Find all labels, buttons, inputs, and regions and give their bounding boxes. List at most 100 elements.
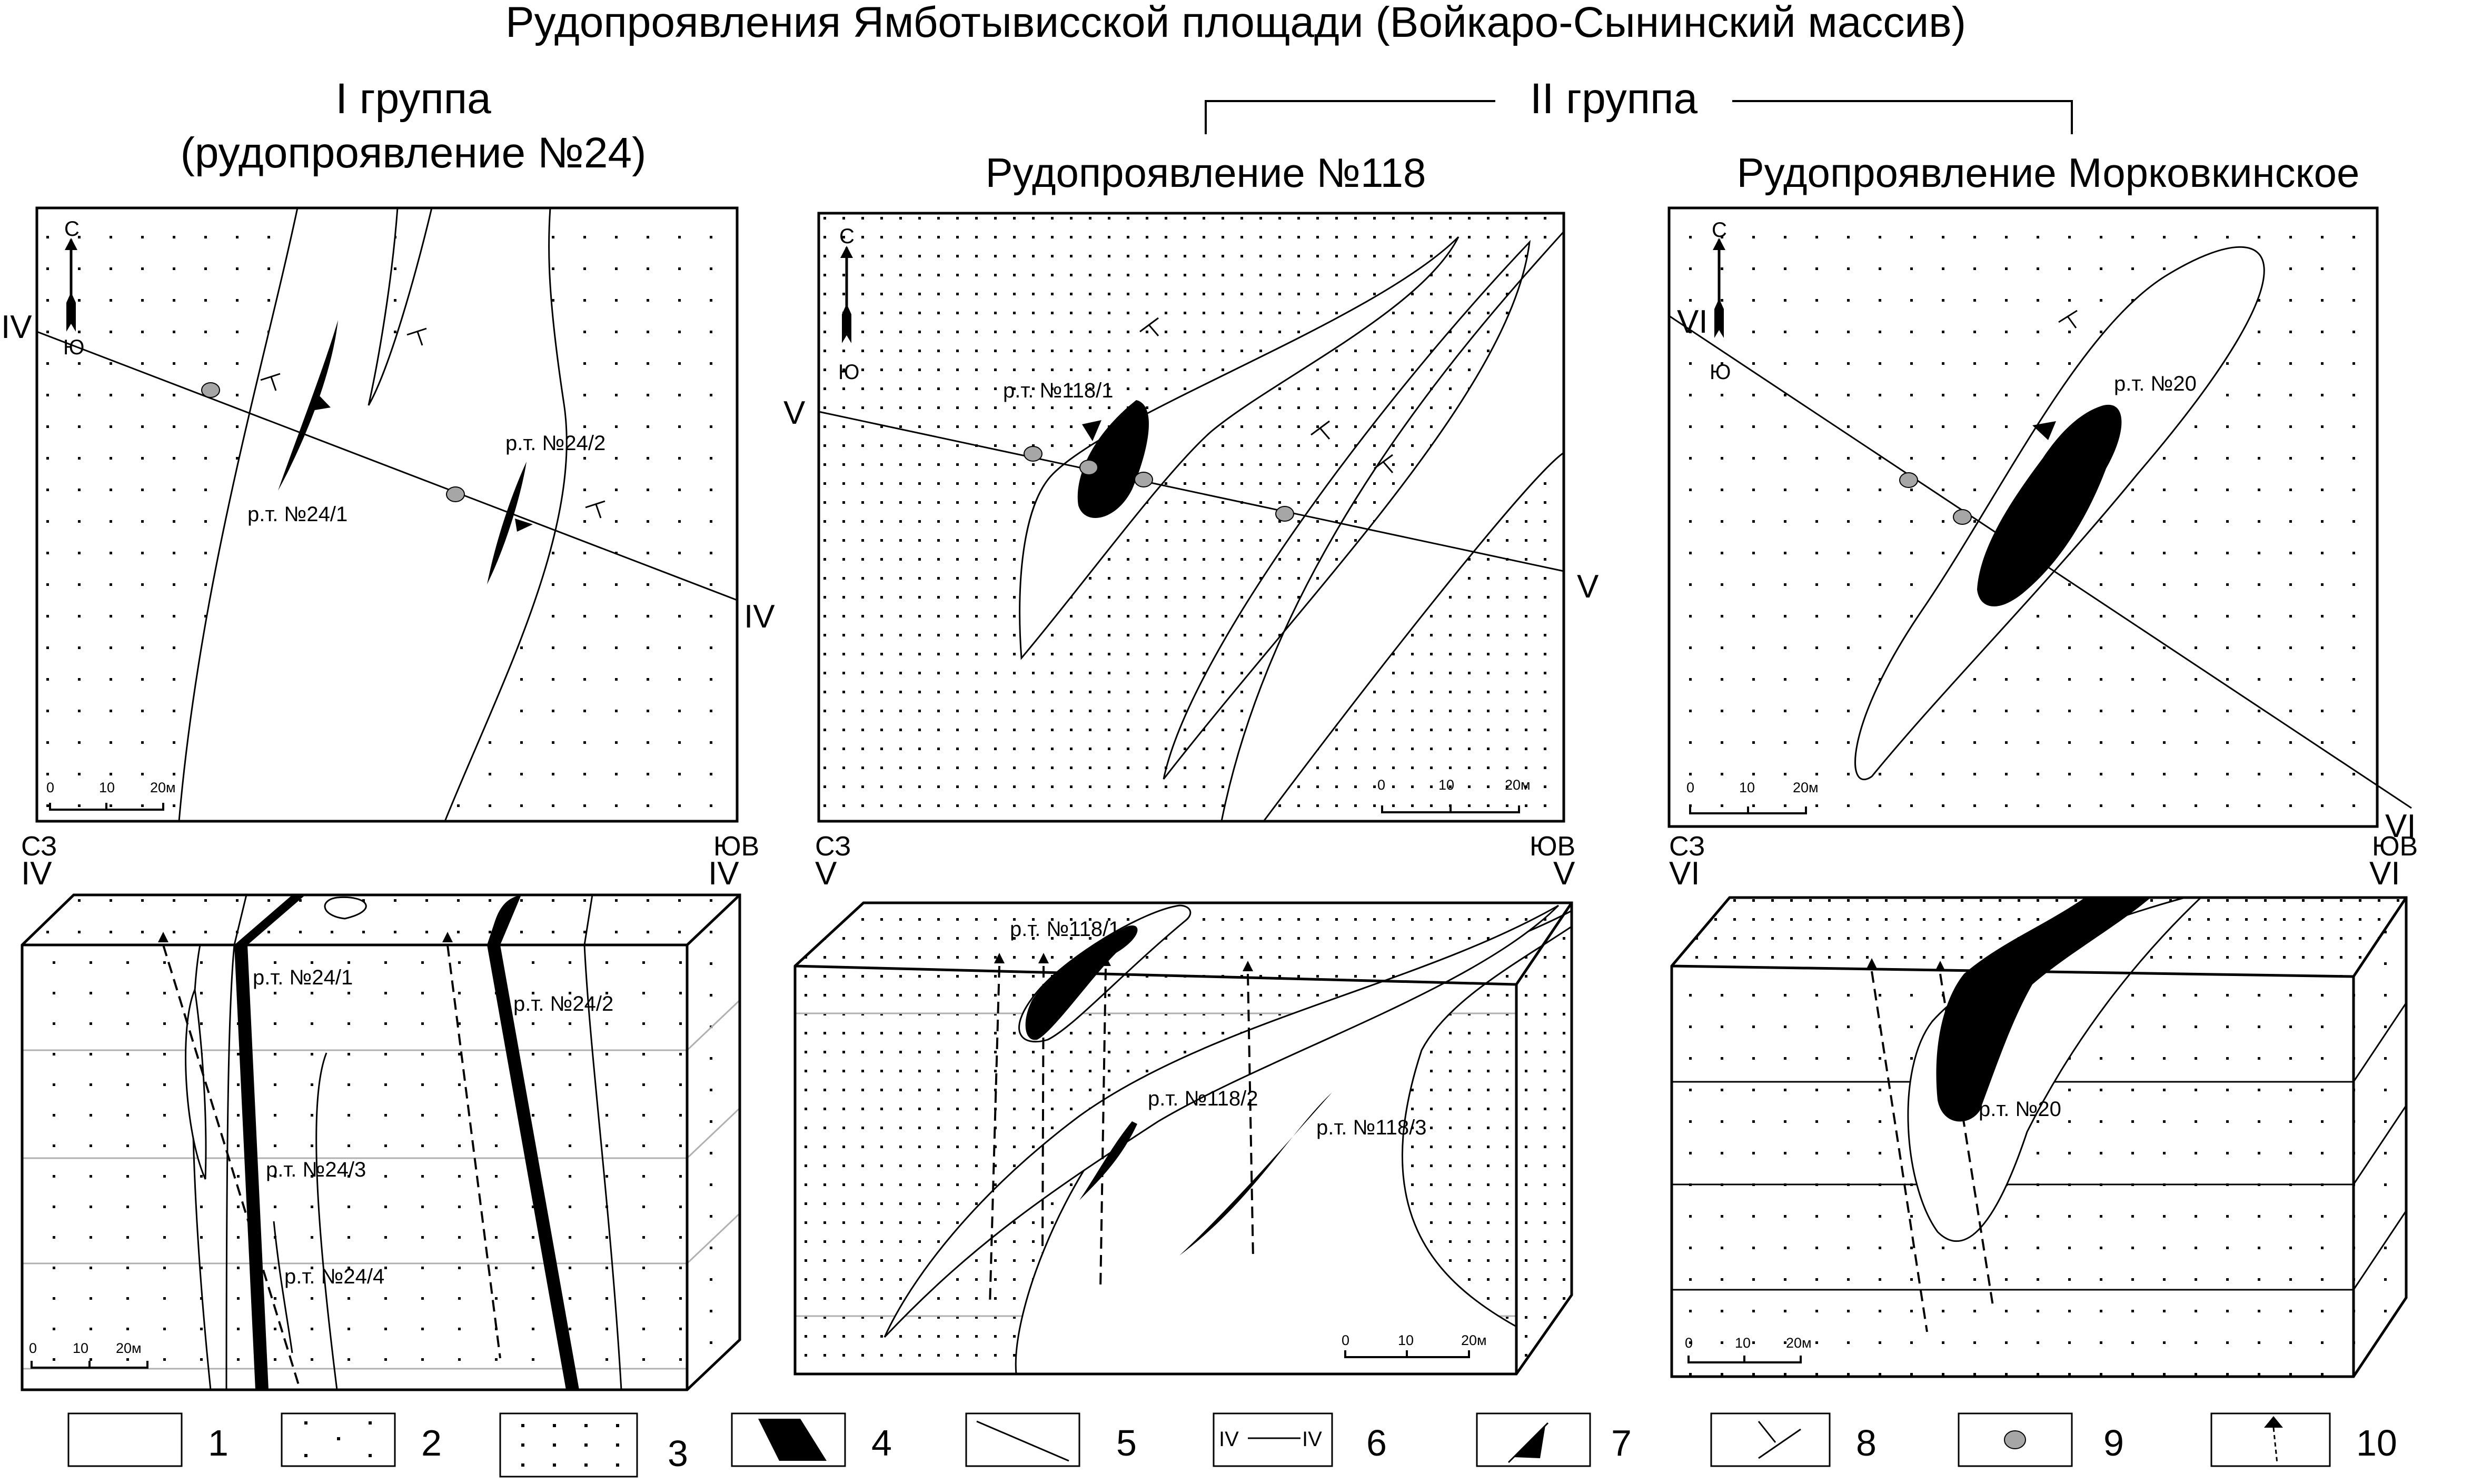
sample-point: [201, 382, 220, 398]
section-ore118: р.т. №118/1 р.т. №118/2 р.т. №118/3 0 10…: [793, 901, 1573, 1376]
section-morkov: р.т. №20 0 10 20м: [1670, 896, 2408, 1378]
south-label: Ю: [63, 336, 84, 359]
scale-label: 0: [1342, 1332, 1349, 1348]
group2-label: II группа: [1530, 75, 1698, 123]
legend-label-2: 2: [421, 1422, 442, 1463]
scale-label: 20м: [1786, 1335, 1812, 1351]
legend-label-6: 6: [1366, 1422, 1387, 1463]
section-right-direction: ЮВ: [713, 831, 759, 862]
scale-bar: [1381, 805, 1520, 813]
ore118-label: Рудопроявление №118: [986, 150, 1426, 196]
section-left-direction: СЗ: [21, 831, 57, 862]
section-right-direction: ЮВ: [1530, 831, 1575, 862]
ore-body-118-3: [1179, 1092, 1332, 1256]
south-label: Ю: [1710, 361, 1731, 384]
scale-label: 10: [1735, 1335, 1751, 1351]
scale-label: 0: [1377, 777, 1385, 793]
ore-body-118-1: [1025, 925, 1138, 1040]
point-label: р.т. №24/2: [513, 992, 613, 1015]
figure-title: Рудопроявления Ямботывисской площади (Во…: [505, 0, 1966, 46]
section-end-mark: VI: [2385, 808, 2416, 844]
legend-label-3: 3: [668, 1433, 688, 1474]
sample-point: [1899, 472, 1918, 488]
north-label: С: [64, 217, 80, 241]
north-label: С: [839, 225, 855, 248]
section-group1: р.т. №24/1 р.т. №24/2 р.т. №24/3 р.т. №2…: [21, 893, 741, 1391]
point-label: р.т. №24/3: [266, 1158, 366, 1181]
section-left-mark: V: [815, 855, 837, 892]
group2-bracket: [1205, 100, 2073, 134]
scale-label: 0: [1685, 1335, 1693, 1351]
legend-swatch-6: [1213, 1412, 1333, 1467]
point-label: р.т. №118/1: [1010, 918, 1120, 941]
scale-label: 0: [1686, 780, 1694, 795]
legend-line-mark-right: IV: [1302, 1428, 1322, 1451]
scale-label: 20м: [150, 780, 176, 795]
ore-body-118-1: [1077, 400, 1149, 518]
scale-bar: [1689, 806, 1807, 814]
scale-bar: [31, 1361, 148, 1369]
map-ore118: С Ю V V р.т. №118/1 0 10 20м: [783, 212, 1599, 823]
scale-label: 20м: [1461, 1332, 1487, 1348]
section-start-mark: V: [783, 395, 806, 431]
scale-label: 20м: [1793, 780, 1819, 795]
section-right-mark: V: [1553, 855, 1575, 892]
point-label: р.т. №24/1: [247, 503, 348, 526]
group1-label: I группа: [335, 75, 491, 123]
sample-point: [1024, 446, 1043, 462]
group1-sublabel: (рудопроявление №24): [181, 129, 647, 177]
section-end-mark: IV: [744, 599, 775, 635]
scale-label: 0: [46, 780, 54, 795]
sample-point: [1953, 509, 1972, 525]
sample-point: [446, 486, 465, 502]
point-label: р.т. №118/2: [1148, 1087, 1258, 1110]
north-label: С: [1712, 218, 1727, 242]
ore-lens-24-2: [487, 462, 527, 584]
point-label: р.т. №20: [1979, 1098, 2061, 1121]
scale-bar: [49, 803, 164, 811]
north-arrow-icon: [1713, 238, 1725, 338]
legend-swatch-8: [1710, 1412, 1831, 1467]
legend-label-10: 10: [2356, 1422, 2397, 1463]
section-start-mark: VI: [1677, 304, 1708, 340]
point-label: р.т. №24/4: [284, 1265, 384, 1288]
ore-band-24-2: [487, 945, 579, 1390]
north-arrow-icon: [65, 238, 77, 332]
legend-label-1: 1: [208, 1422, 229, 1463]
section-left-direction: СЗ: [815, 831, 851, 862]
sample-point: [1079, 460, 1098, 475]
legend-label-5: 5: [1116, 1422, 1137, 1463]
legend-line-mark-left: IV: [1219, 1428, 1239, 1451]
section-left-mark: VI: [1669, 855, 1700, 892]
legend-label-4: 4: [871, 1422, 892, 1463]
map-group1: С Ю IV IV р.т. №24/1 р.т. №24/2 0 10 20м: [1, 206, 775, 823]
south-label: Ю: [838, 361, 859, 384]
sample-point: [1134, 472, 1153, 487]
legend: 1 2 3 4 5 IV IV 6 7: [67, 1412, 2397, 1478]
section-end-mark: V: [1577, 569, 1599, 605]
legend-label-8: 8: [1856, 1422, 1877, 1463]
scale-label: 10: [1438, 777, 1454, 793]
point-label: р.т. №24/2: [505, 432, 605, 455]
scale-bar: [1687, 1356, 1802, 1363]
scale-label: 20м: [116, 1340, 142, 1356]
section-right-direction: ЮВ: [2372, 831, 2418, 862]
scale-label: 10: [99, 780, 115, 795]
north-arrow-icon: [840, 246, 853, 343]
scale-bar: [1344, 1350, 1470, 1358]
legend-label-7: 7: [1611, 1422, 1632, 1463]
section-left-mark: IV: [21, 855, 52, 892]
ore-band-24-1: [234, 945, 269, 1390]
point-label: р.т. №20: [2114, 372, 2197, 395]
point-label: р.т. №118/3: [1316, 1116, 1427, 1139]
legend-swatch-1: [67, 1412, 183, 1467]
scale-label: 10: [1739, 780, 1755, 795]
map-morkov: С Ю VI VI р.т. №20 0 10 20м: [1667, 206, 2416, 844]
section-left-direction: СЗ: [1669, 831, 1705, 862]
section-start-mark: IV: [1, 309, 32, 345]
scale-label: 10: [73, 1340, 88, 1356]
scale-label: 20м: [1505, 777, 1531, 793]
scale-label: 0: [29, 1340, 37, 1356]
